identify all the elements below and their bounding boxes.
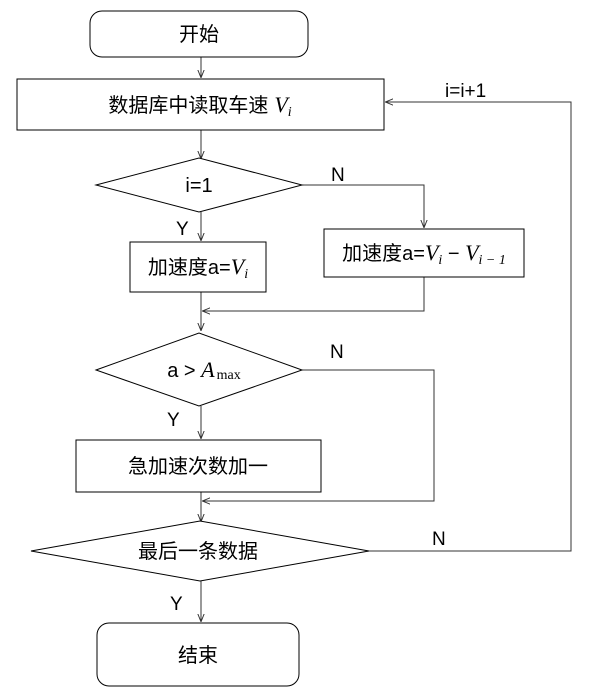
accel-diff-process: 加速度a=Vi − Vi − 1 (323, 228, 525, 278)
loop-increment-label: i=i+1 (445, 81, 486, 102)
label-yes-first: Y (176, 219, 189, 240)
label-no-first: N (331, 165, 345, 186)
label-no-max: N (330, 342, 344, 363)
end-node: 结束 (96, 622, 300, 687)
arrow-loop-back (369, 102, 572, 552)
decision-first-record: i=1 (94, 157, 304, 213)
label-no-last: N (432, 529, 446, 550)
end-label: 结束 (178, 644, 218, 667)
connectors (201, 57, 572, 621)
start-label: 开始 (179, 23, 219, 46)
decision-last-record: 最后一条数据 (30, 520, 370, 582)
accel-first-label: 加速度a=Vi (148, 254, 248, 282)
count-increment-label: 急加速次数加一 (128, 455, 268, 478)
arrow-diff-merge (203, 277, 425, 311)
count-increment-process: 急加速次数加一 (75, 439, 322, 493)
start-node: 开始 (89, 10, 309, 58)
label-yes-max: Y (167, 410, 180, 431)
decision-first-label: i=1 (185, 175, 212, 197)
decision-last-label: 最后一条数据 (138, 540, 258, 563)
accel-diff-label: 加速度a=Vi − Vi − 1 (342, 240, 506, 268)
arrow-no-max (203, 369, 435, 501)
accel-first-process: 加速度a=Vi (129, 241, 267, 293)
label-yes-last: Y (170, 594, 183, 615)
arrow-no-first (302, 184, 424, 227)
